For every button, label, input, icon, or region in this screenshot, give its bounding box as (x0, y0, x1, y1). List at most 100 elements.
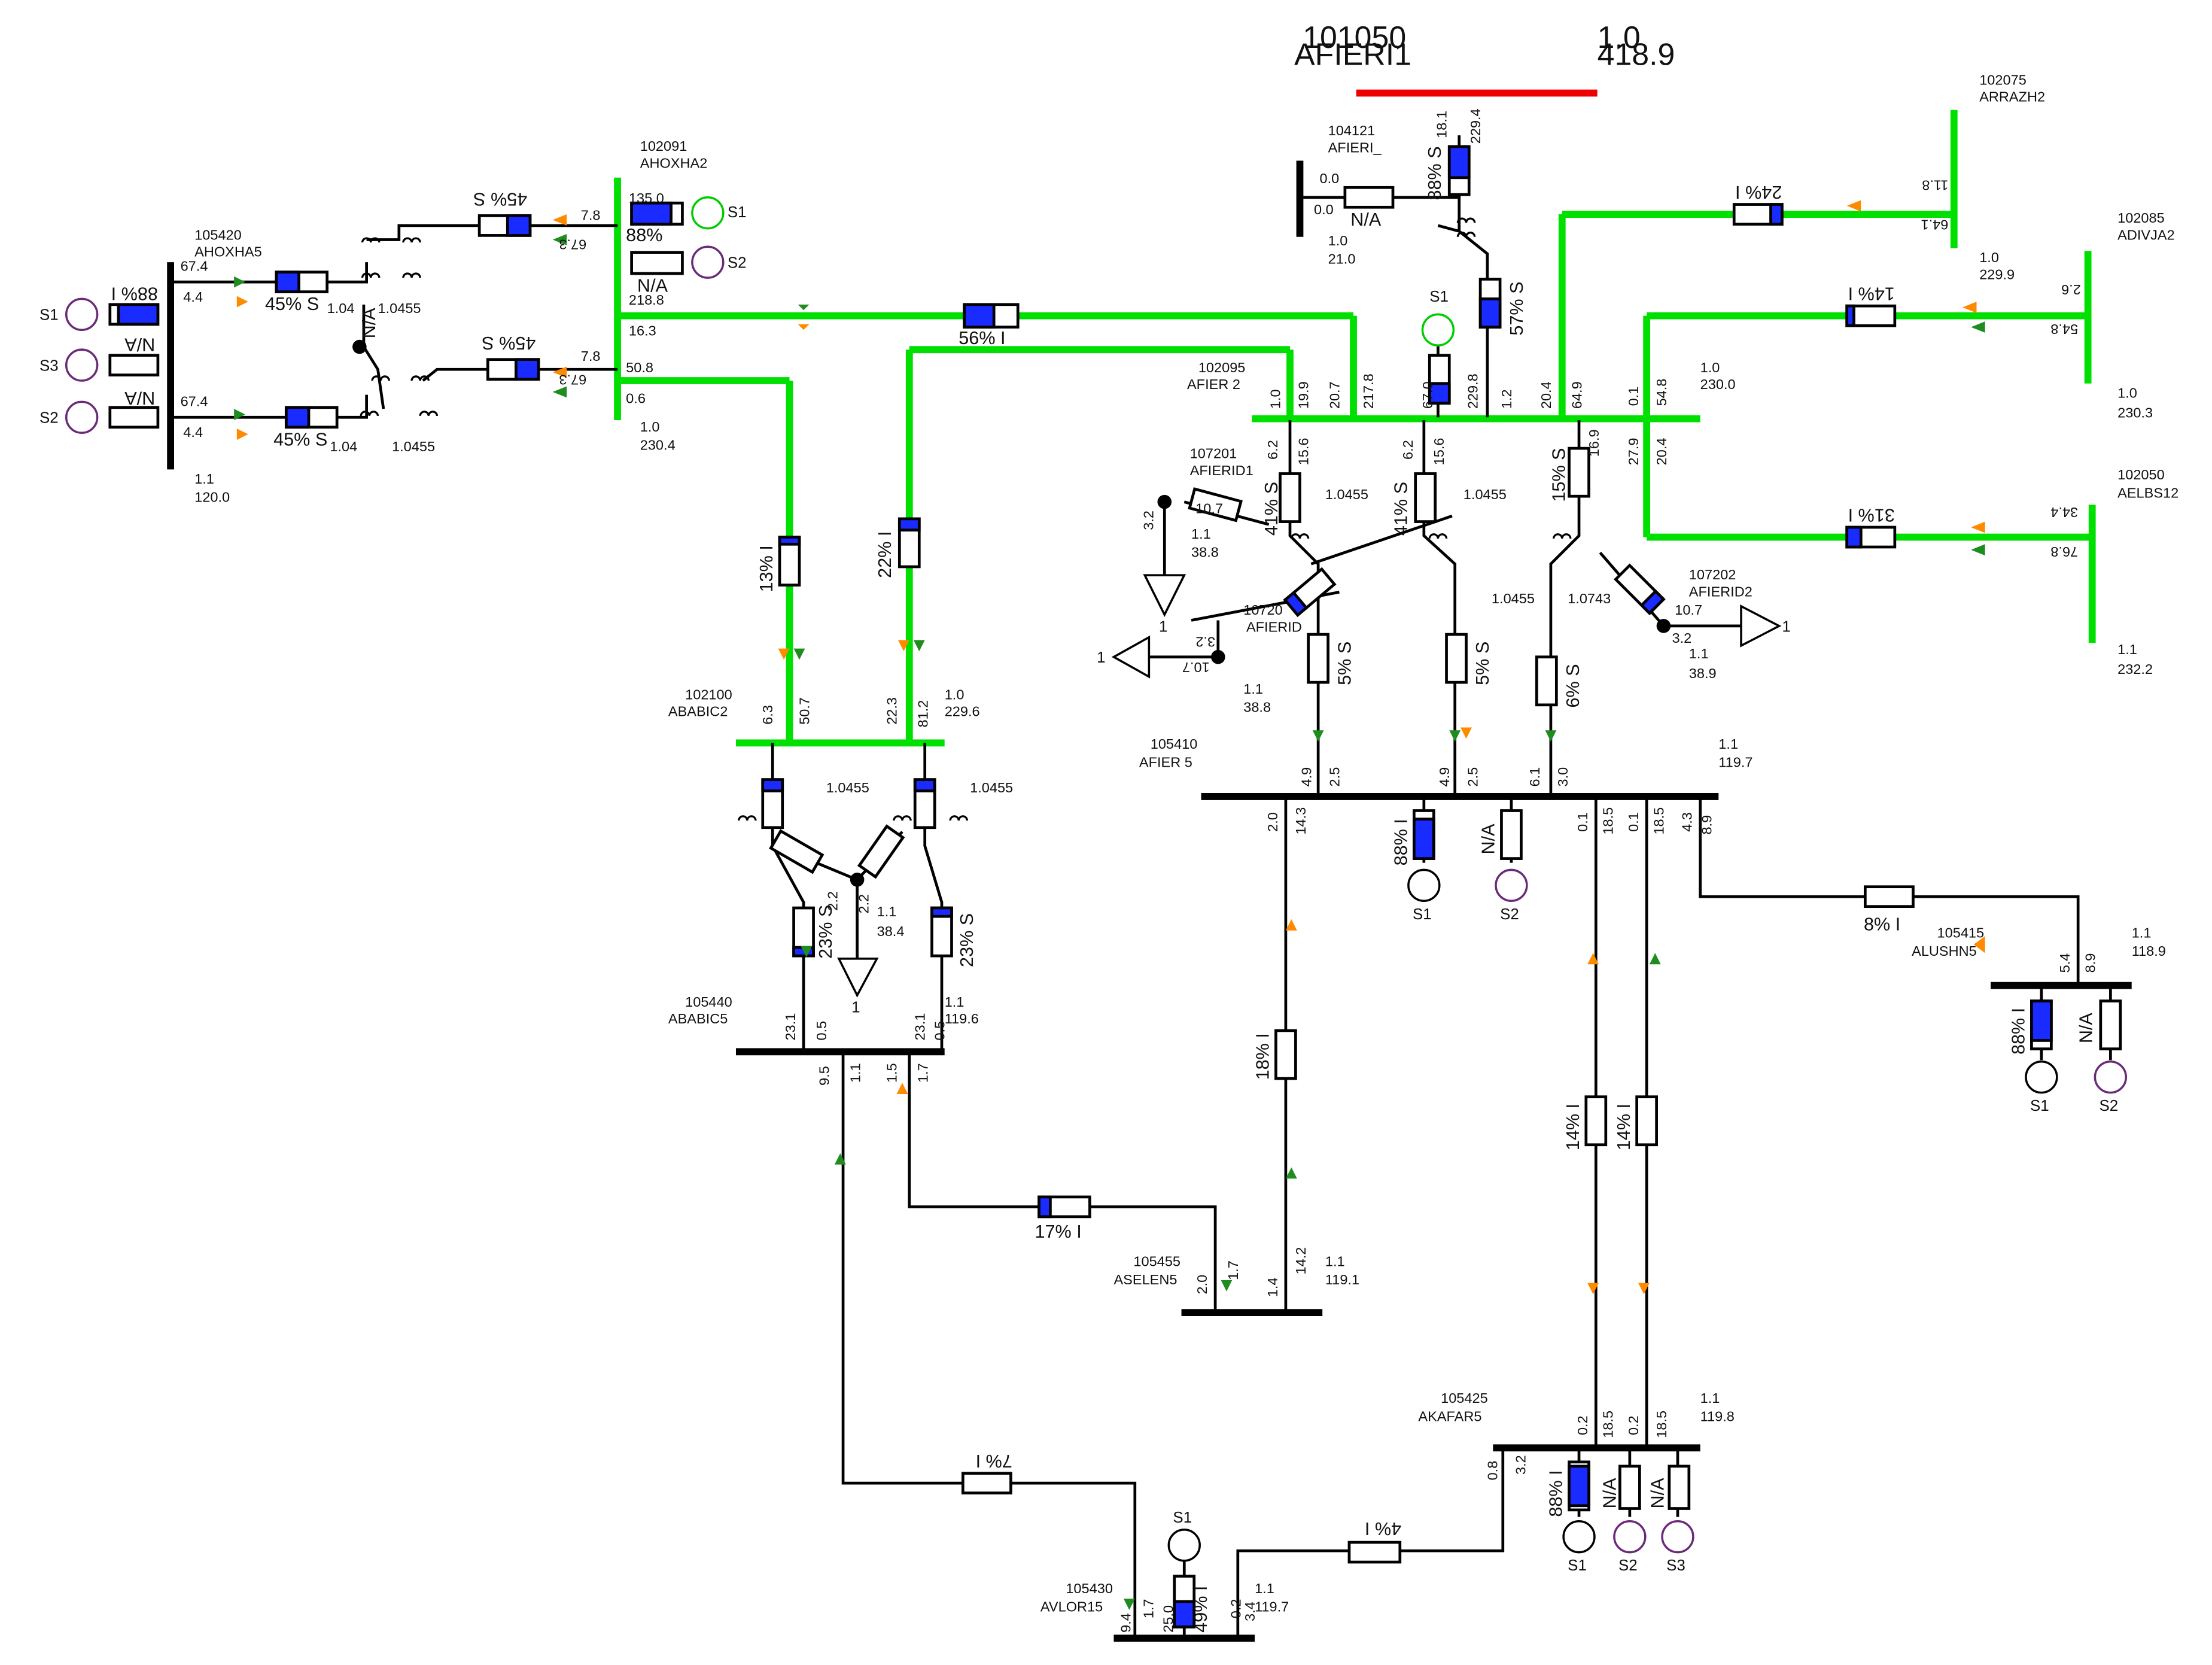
xfmr-fieri1[interactable] (1447, 145, 1471, 196)
gen-icon[interactable] (1167, 1529, 1201, 1562)
gen-icon[interactable] (1661, 1520, 1694, 1554)
load-icon[interactable] (1740, 604, 1782, 648)
xfmr-babic-f[interactable] (930, 906, 953, 958)
gen-icon[interactable] (65, 348, 99, 382)
gen-hoxha5-s3[interactable] (108, 354, 160, 376)
tap-value: 1.0455 (1463, 487, 1507, 502)
loads (837, 574, 1782, 998)
gen-kafar-s2[interactable] (1618, 1465, 1641, 1510)
gen-lushn-s2[interactable] (2099, 999, 2122, 1050)
gen-fier5-s1[interactable] (1412, 809, 1435, 860)
bus-number: 102085 (2117, 210, 2165, 226)
gen-hoxha2-s2[interactable] (630, 251, 684, 275)
flow-value: 3.2 (1513, 1455, 1528, 1475)
loading-label: 45% S (482, 333, 535, 353)
gen-icon[interactable] (2025, 1061, 2058, 1094)
loading-label: 88% I (1391, 819, 1411, 865)
gen-icon[interactable] (1407, 868, 1441, 903)
loading-label: 22% I (875, 531, 895, 578)
bus-voltage-kv: 118.9 (2132, 943, 2166, 959)
bus-voltage-pu: 1.1 (2117, 642, 2137, 657)
bus-number: 105430 (1066, 1581, 1113, 1596)
bus-voltage-kv: 119.7 (1255, 1599, 1289, 1614)
xfmr-hoxha-lv1[interactable] (275, 271, 329, 293)
flow-value: 135.0 (629, 190, 664, 206)
xfmr-fieri-mid[interactable] (1478, 278, 1502, 329)
loading-label: 56% I (959, 328, 1005, 348)
branch-babic-vlor[interactable] (961, 1472, 1012, 1494)
flow-value: 14.2 (1293, 1247, 1309, 1275)
xfmr-babic-b[interactable] (913, 778, 936, 830)
loading-label: 23% S (957, 913, 977, 967)
flow-value: 0.1 (1626, 812, 1641, 832)
gen-icon[interactable] (1421, 313, 1455, 347)
branch-fier5-lushn[interactable] (1863, 885, 1915, 909)
gen-hoxha5-s1[interactable] (108, 303, 160, 326)
xfmr-fier-3[interactable] (1568, 446, 1590, 498)
gen-id: S1 (1413, 906, 1432, 923)
branch-hoxha2-babic-a[interactable] (778, 536, 801, 587)
gen-id: S1 (1173, 1509, 1192, 1526)
bus-name: ARRAZH2 (1979, 89, 2045, 105)
gen-lushn-s1[interactable] (2030, 999, 2053, 1050)
branch-fier5-kafar-b[interactable] (1635, 1095, 1658, 1147)
gen-kafar-s1[interactable] (1568, 1460, 1590, 1512)
xfmr-babic-a[interactable] (761, 778, 784, 830)
branch-hoxha2-fier2[interactable] (963, 303, 1020, 329)
bus-name: AELBS12 (2117, 485, 2178, 501)
bus-voltage-kv: 230.3 (2117, 405, 2153, 420)
xfmr-babic-d[interactable] (857, 824, 905, 879)
tap-value: 1.0455 (1325, 487, 1368, 502)
xfmr-babic-c[interactable] (769, 829, 824, 874)
xfmr-fier5-b[interactable] (1445, 633, 1468, 684)
gen-icon[interactable] (65, 400, 99, 434)
load-icon[interactable] (837, 958, 879, 998)
branch-fier5-kafar-a[interactable] (1584, 1095, 1608, 1147)
lv-branches (171, 135, 2112, 1639)
flow-value: 0.5 (932, 1021, 948, 1041)
xfmr-hoxha-2[interactable] (486, 358, 540, 381)
flow-value: 6.2 (1265, 440, 1280, 460)
xfmr-fid3[interactable] (1283, 567, 1337, 618)
gen-icon[interactable] (691, 196, 725, 230)
loading-label: 49% I (1191, 1586, 1211, 1633)
bus-voltage-pu: 1.1 (1255, 1581, 1274, 1596)
xfmr-fier5-c[interactable] (1535, 655, 1558, 707)
gen-fier2-s1[interactable] (1428, 354, 1451, 405)
gen-vlor-s1[interactable] (1173, 1575, 1196, 1628)
transformer-icon (402, 272, 421, 279)
branch-fier5-selen[interactable] (1274, 1029, 1297, 1080)
gen-icon[interactable] (2094, 1061, 2128, 1094)
gen-hoxha2-s1[interactable] (630, 201, 684, 226)
gen-kafar-s3[interactable] (1668, 1465, 1691, 1510)
load-icon[interactable] (1143, 574, 1186, 618)
loading-label: 13% I (756, 545, 777, 592)
flow-value: 1.1 (847, 1063, 863, 1083)
xfmr-hoxha-1[interactable] (477, 214, 532, 237)
transformer-icon (1456, 232, 1476, 238)
gen-icon[interactable] (1495, 868, 1528, 903)
gen-icon[interactable] (691, 245, 725, 279)
load-icon[interactable] (1111, 635, 1151, 679)
branch-babic-selen[interactable] (1037, 1195, 1091, 1219)
gen-icon[interactable] (1613, 1520, 1647, 1554)
xfmr-hoxha-lv2[interactable] (284, 406, 339, 429)
gen-fier5-s2[interactable] (1500, 809, 1523, 860)
branch-kafar-vlor[interactable] (1347, 1541, 1402, 1564)
xfmr-fier5-a[interactable] (1307, 633, 1329, 684)
gen-id: S2 (1500, 906, 1519, 923)
gen-icon[interactable] (1562, 1520, 1596, 1554)
xfmr-fid1[interactable] (1188, 487, 1243, 522)
branch-fier2-divja[interactable] (1845, 304, 1897, 327)
branch-fier2-elbs[interactable] (1845, 525, 1897, 549)
flow-value: 4.4 (183, 289, 203, 305)
branch-fier2-rrazh[interactable] (1732, 203, 1784, 226)
xfmr-fier-2[interactable] (1414, 472, 1437, 523)
xfmr-fid2[interactable] (1614, 563, 1666, 615)
gen-fieri-na[interactable] (1343, 186, 1395, 209)
flow-value: 7.8 (581, 348, 601, 364)
xfmr-fier-1[interactable] (1279, 472, 1301, 523)
gen-hoxha5-s2[interactable] (108, 406, 160, 429)
branch-hoxha2-babic-b[interactable] (897, 517, 921, 569)
gen-icon[interactable] (65, 297, 99, 331)
